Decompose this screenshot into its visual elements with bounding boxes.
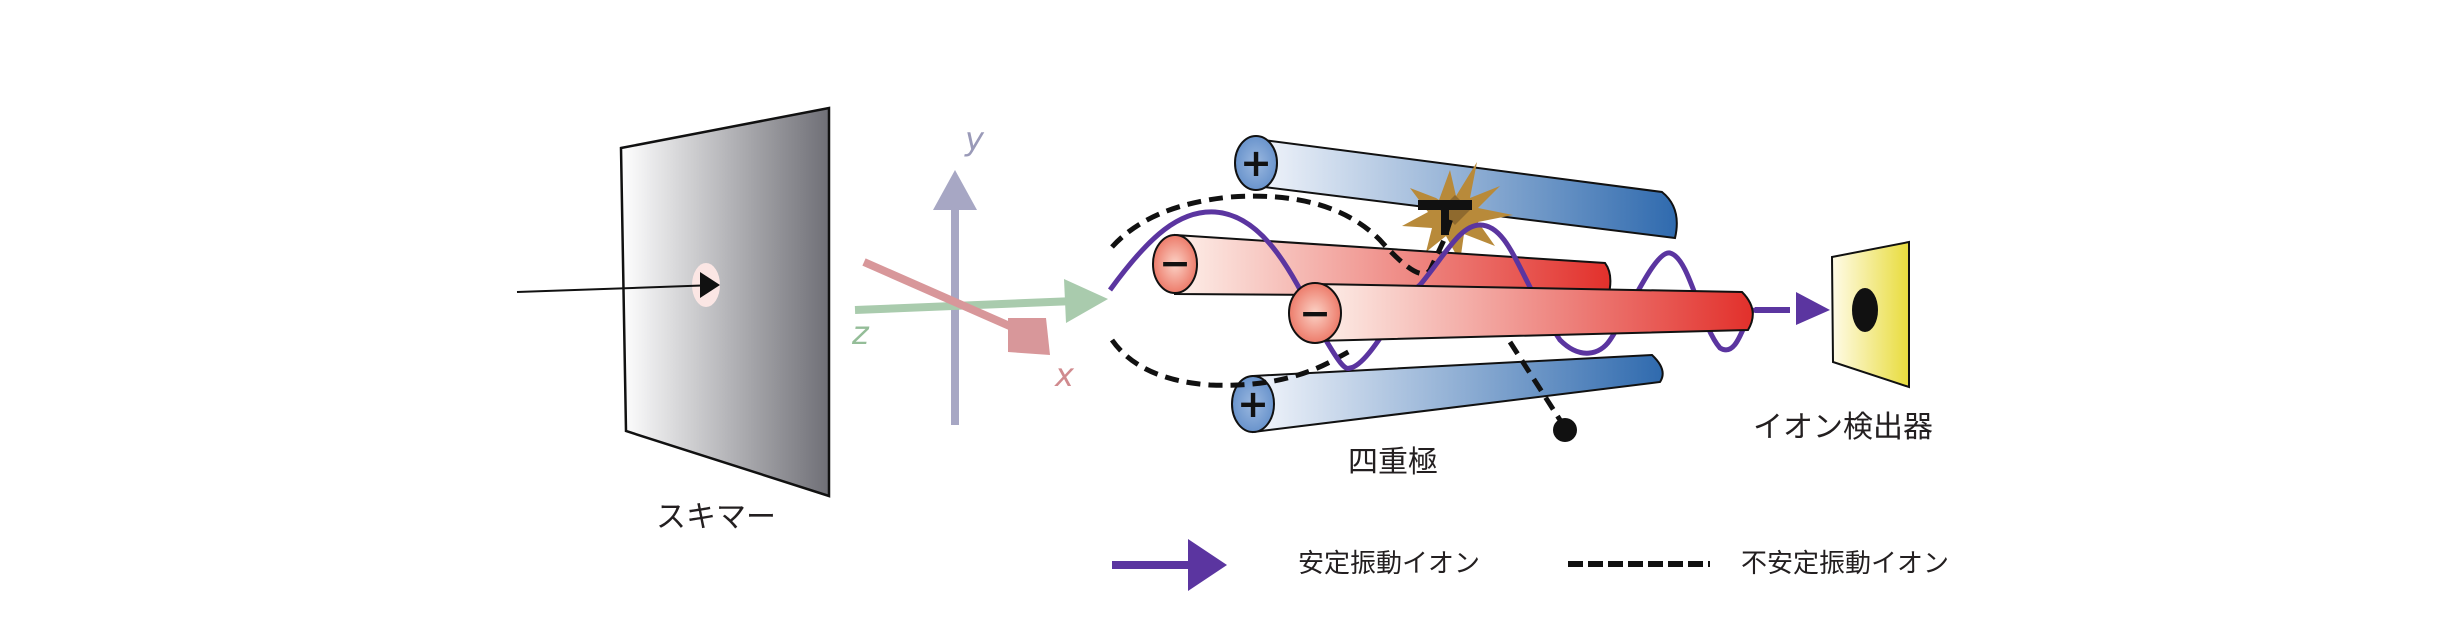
quadrupole: + − + − xyxy=(1107,135,1830,480)
detector-label: イオン検出器 xyxy=(1753,410,1933,445)
legend-stable-arrowhead-icon xyxy=(1188,539,1227,591)
y-axis-label: y xyxy=(964,120,985,158)
skimmer-label: スキマー xyxy=(656,500,776,535)
quadrupole-label: 四重極 xyxy=(1348,445,1438,480)
z-axis-arrowhead-icon xyxy=(1064,279,1108,323)
unstable-ion-path-upper xyxy=(1110,193,1455,277)
stable-ion-arrowhead-icon xyxy=(1796,292,1830,325)
rod-middle-front-polarity: − xyxy=(1299,291,1331,335)
legend-item-unstable: 不安定振動イオン xyxy=(1568,549,1949,579)
rod-top-polarity: + xyxy=(1240,141,1272,185)
rod-middle-back-negative: − xyxy=(1152,233,1612,299)
skimmer: スキマー xyxy=(516,106,831,535)
legend-stable-label: 安定振動イオン xyxy=(1298,549,1480,579)
coordinate-axes: y z x xyxy=(851,120,1108,425)
legend: 安定振動イオン 不安定振動イオン xyxy=(1112,539,1949,591)
x-axis xyxy=(862,258,1032,339)
detector-aperture-icon xyxy=(1852,288,1878,332)
incoming-beam-arrowhead-icon xyxy=(700,272,720,298)
rod-middle-back-polarity: − xyxy=(1159,241,1191,285)
lost-ion-icon xyxy=(1553,418,1577,442)
rod-middle-front-negative: − xyxy=(1288,282,1754,344)
x-axis-label: x xyxy=(1054,356,1075,394)
unstable-ion-path-lower xyxy=(1109,338,1354,388)
skimmer-plate xyxy=(619,106,831,498)
rod-bottom-polarity: + xyxy=(1237,382,1269,426)
incoming-beam-arrow xyxy=(516,284,717,293)
z-axis-label: z xyxy=(851,314,870,352)
collision-burst-icon xyxy=(1402,162,1513,262)
unstable-ion-path-escape xyxy=(1507,340,1563,422)
x-axis-arrowhead-icon xyxy=(1008,318,1050,355)
ion-detector: イオン検出器 xyxy=(1753,240,1933,445)
stable-ion-path xyxy=(1107,209,1785,371)
rod-bottom-positive: + xyxy=(1231,353,1664,434)
y-axis-arrowhead-icon xyxy=(933,170,977,210)
legend-item-stable: 安定振動イオン xyxy=(1112,539,1480,591)
legend-unstable-label: 不安定振動イオン xyxy=(1741,549,1949,579)
